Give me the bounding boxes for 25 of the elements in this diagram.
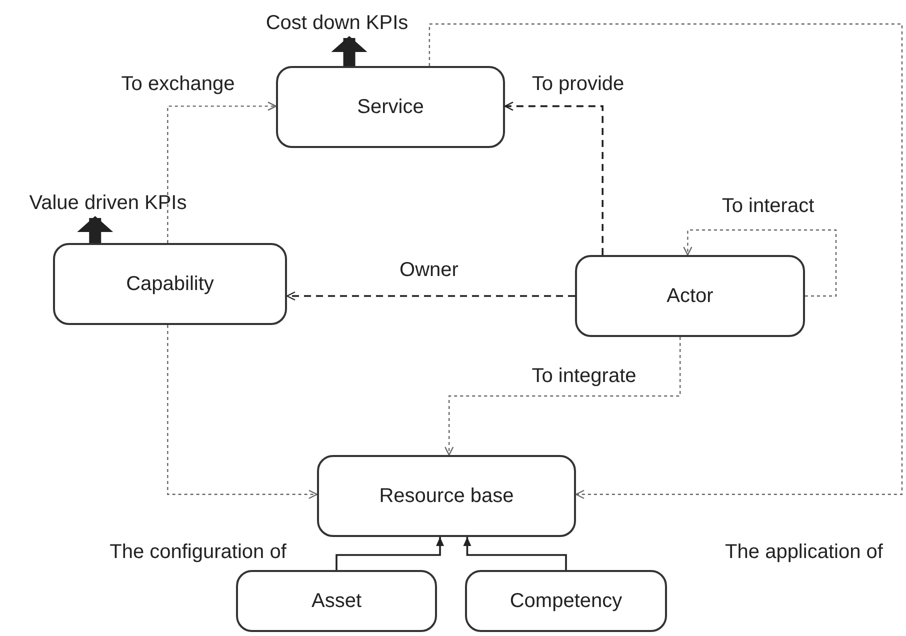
box-label: Asset — [311, 588, 362, 614]
process-box — [575, 255, 805, 337]
box-label: Capability — [126, 272, 214, 296]
box-label: Competency — [510, 588, 622, 614]
process-box — [276, 66, 505, 148]
process-box — [53, 243, 287, 325]
connector-arrow — [504, 102, 604, 255]
process-box — [317, 455, 576, 537]
box-label: Service — [357, 94, 424, 120]
kpi-label: Cost down KPIs — [266, 10, 408, 36]
box-label: Resource base — [379, 484, 514, 508]
connector-arrow — [167, 102, 277, 243]
connector-arrow — [463, 537, 567, 570]
kpi-label: Value driven KPIs — [29, 190, 187, 216]
connector-arrow — [286, 291, 575, 301]
connector-arrow — [683, 229, 837, 297]
connector-arrow — [444, 337, 681, 456]
connector-arrow — [428, 23, 903, 499]
process-box — [465, 570, 667, 632]
thick-arrow — [331, 36, 368, 66]
process-box — [236, 570, 437, 632]
box-label: Actor — [666, 284, 714, 308]
connector-arrow — [167, 325, 318, 499]
connector-arrow — [336, 537, 444, 570]
thick-arrow — [77, 216, 114, 243]
